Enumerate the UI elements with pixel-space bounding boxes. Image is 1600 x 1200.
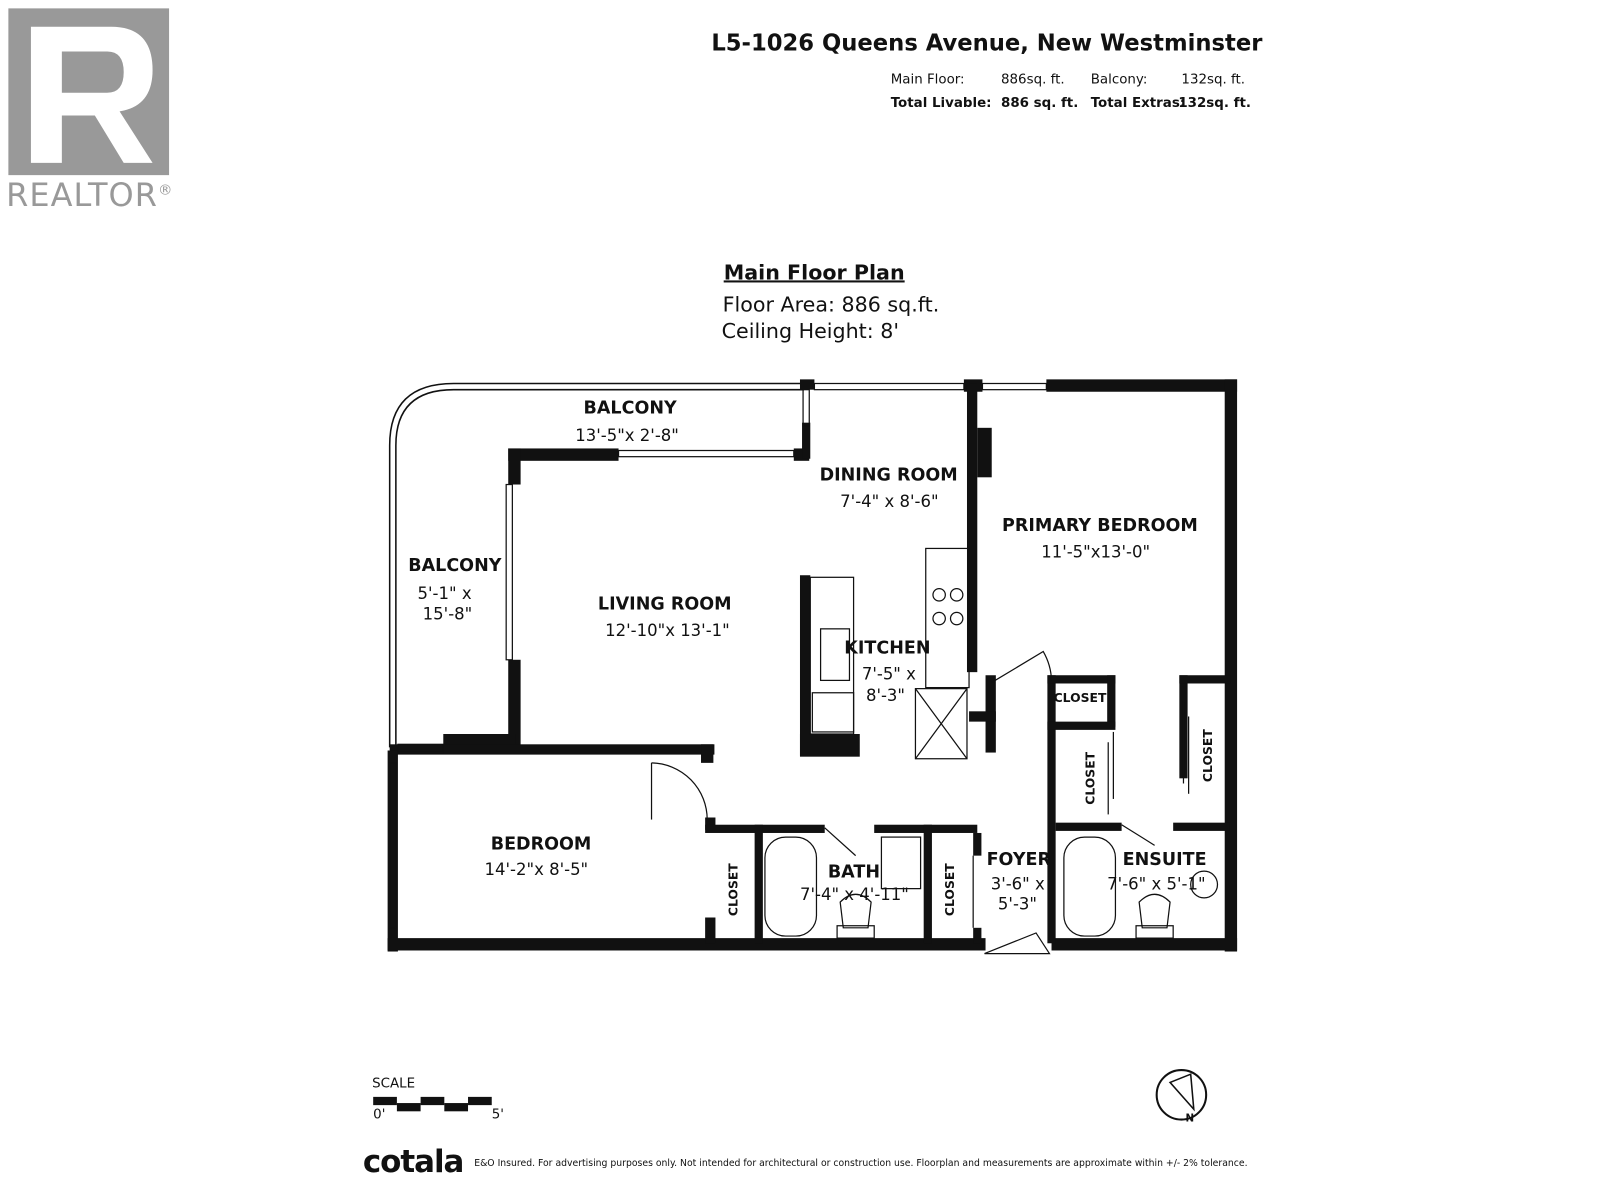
realtor-logo bbox=[8, 8, 171, 176]
realtor-text: REALTOR bbox=[6, 177, 158, 215]
bath-dim: 7'-4" x 4'-11" bbox=[799, 884, 909, 905]
scale-end: 5' bbox=[491, 1107, 504, 1123]
ensuite-name: ENSUITE bbox=[1122, 849, 1207, 871]
total-extras-value: 132sq. ft. bbox=[1178, 95, 1251, 112]
ensuite-dim: 7'-6" x 5'-1" bbox=[1107, 874, 1206, 894]
scale-label: SCALE bbox=[372, 1076, 416, 1092]
balcony-left-dim2: 15'-8" bbox=[422, 604, 473, 624]
primary-bedroom-name: PRIMARY BEDROOM bbox=[1002, 515, 1198, 537]
dining-room-dim: 7'-4" x 8'-6" bbox=[840, 491, 939, 512]
cotala-logo: cotala bbox=[362, 1144, 465, 1181]
balcony-left-name: BALCONY bbox=[408, 555, 502, 577]
foyer-name: FOYER bbox=[986, 849, 1051, 871]
living-room-name: LIVING ROOM bbox=[597, 593, 732, 615]
main-floor-value: 886sq. ft. bbox=[1001, 72, 1065, 88]
bath-name: BATH bbox=[827, 861, 881, 883]
balcony-left-dim1: 5'-1" x bbox=[417, 583, 472, 604]
total-livable-label: Total Livable: bbox=[890, 95, 992, 112]
living-room-dim: 12'-10"x 13'-1" bbox=[605, 620, 730, 641]
total-livable-value: 886 sq. ft. bbox=[1001, 95, 1079, 112]
foyer-dim2: 5'-3" bbox=[997, 893, 1037, 914]
main-floor-label: Main Floor: bbox=[890, 72, 965, 88]
primary-bedroom-dim: 11'-5"x13'-0" bbox=[1041, 542, 1151, 562]
compass-north-label: N bbox=[1185, 1113, 1195, 1125]
balcony-label: Balcony: bbox=[1090, 72, 1148, 88]
address-title: L5-1026 Queens Avenue, New Westminster bbox=[711, 30, 1263, 57]
ceiling-height: Ceiling Height: 8' bbox=[721, 318, 900, 344]
balcony-top-name: BALCONY bbox=[583, 397, 677, 419]
kitchen-dim1: 7'-5" x bbox=[861, 663, 916, 684]
registered-mark: ® bbox=[157, 182, 174, 199]
bedroom-name: BEDROOM bbox=[490, 833, 592, 855]
bedroom-dim: 14'-2"x 8'-5" bbox=[484, 859, 589, 880]
closet-label: CLOSET bbox=[1053, 690, 1107, 706]
plan-title: Main Floor Plan bbox=[723, 259, 905, 285]
kitchen-dim2: 8'-3" bbox=[865, 685, 906, 706]
windows bbox=[389, 382, 1047, 929]
realtor-r-icon bbox=[8, 8, 170, 176]
dining-room-name: DINING ROOM bbox=[819, 464, 958, 486]
floor-area: Floor Area: 886 sq.ft. bbox=[722, 291, 940, 317]
balcony-value: 132sq. ft. bbox=[1181, 72, 1246, 88]
kitchen-name: KITCHEN bbox=[844, 638, 931, 659]
balcony-top-dim: 13'-5"x 2'-8" bbox=[575, 425, 679, 446]
walls bbox=[387, 379, 1238, 952]
realtor-wordmark: REALTOR® bbox=[6, 177, 173, 214]
fixtures bbox=[650, 547, 1219, 955]
scale-start: 0' bbox=[373, 1107, 386, 1123]
total-extras-label: Total Extras: bbox=[1090, 95, 1186, 112]
foyer-dim1: 3'-6" x bbox=[990, 874, 1045, 894]
balcony-railing bbox=[388, 382, 805, 748]
disclaimer: E&O Insured. For advertising purposes on… bbox=[474, 1158, 1248, 1170]
